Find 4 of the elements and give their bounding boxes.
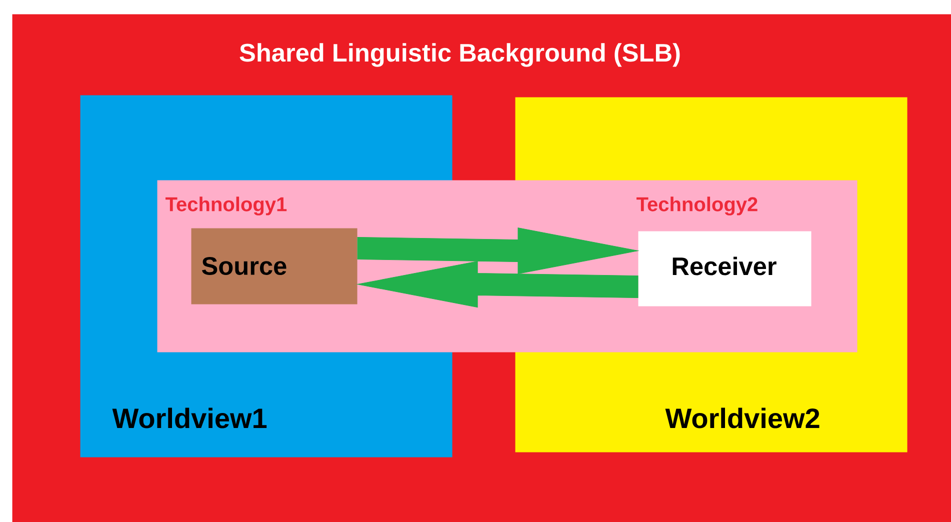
arrow bbox=[356, 260, 638, 308]
arrow bbox=[357, 227, 640, 274]
receiver-box: Receiver bbox=[638, 231, 812, 306]
source-box: Source bbox=[191, 228, 358, 304]
